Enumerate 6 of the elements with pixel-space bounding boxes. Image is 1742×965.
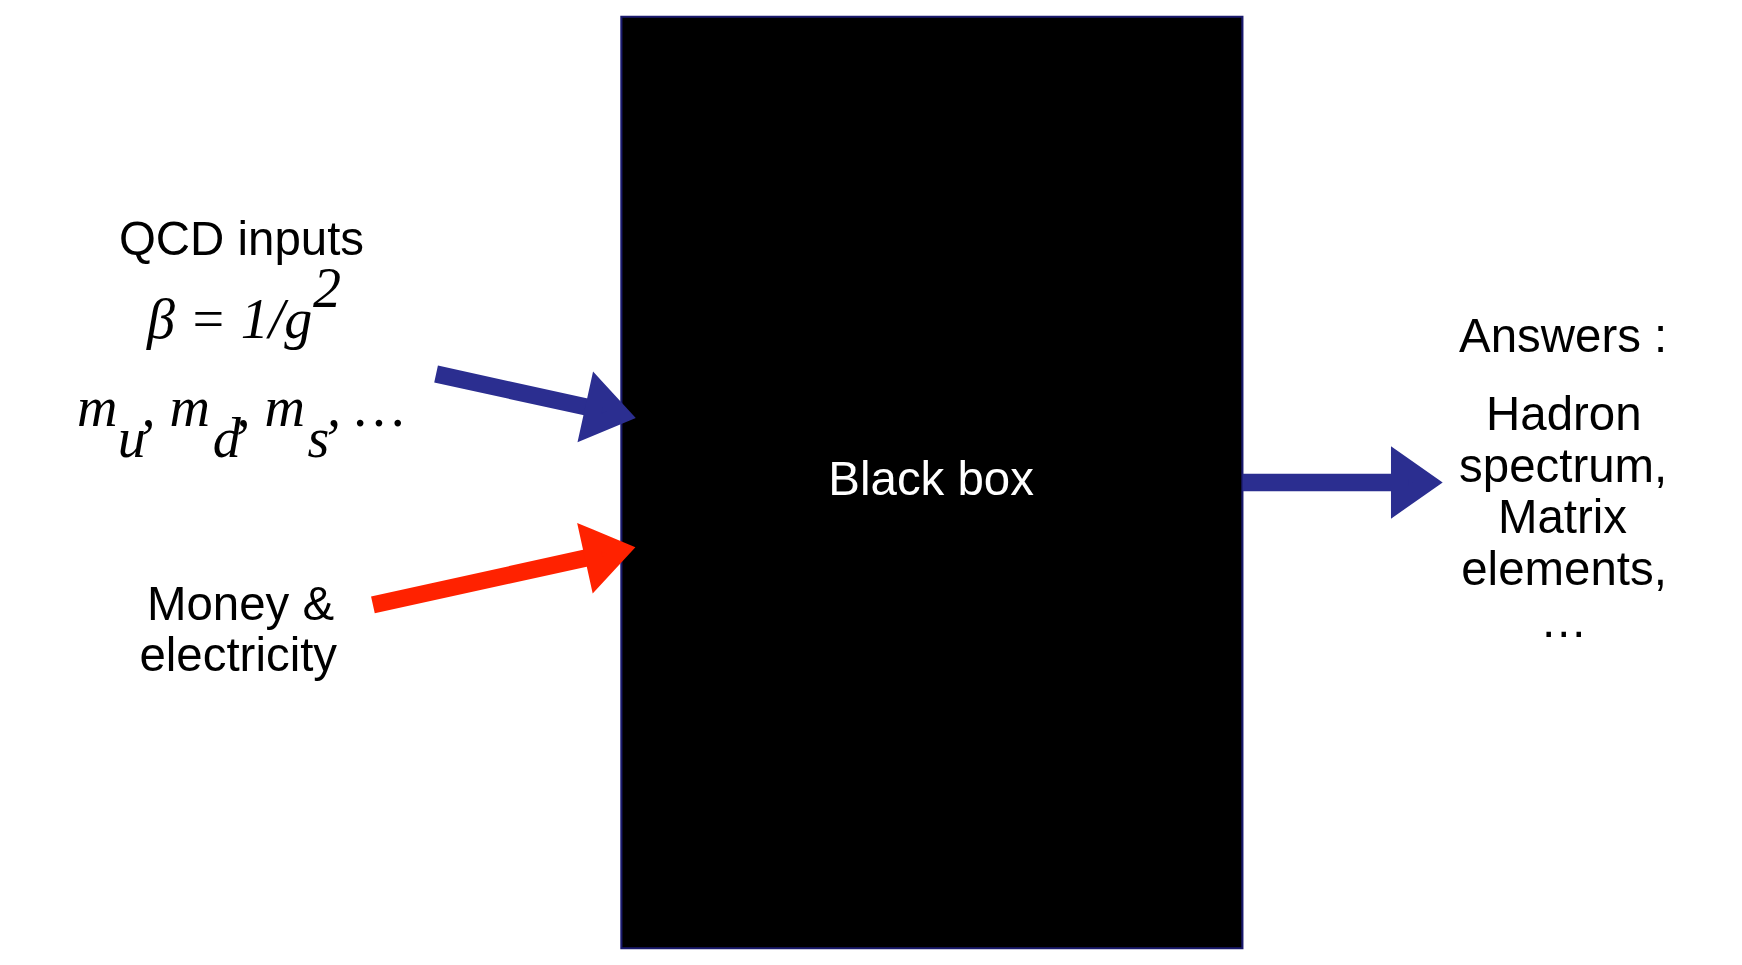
node-box: Black box (619, 15, 1243, 950)
arrow (1242, 446, 1443, 519)
arrow (370, 522, 635, 614)
node-text: Answers : Hadron spectrum, Matrix elements, … (1458, 309, 1667, 647)
node-text: Money & electricity (138, 576, 337, 682)
arrow (433, 365, 636, 443)
